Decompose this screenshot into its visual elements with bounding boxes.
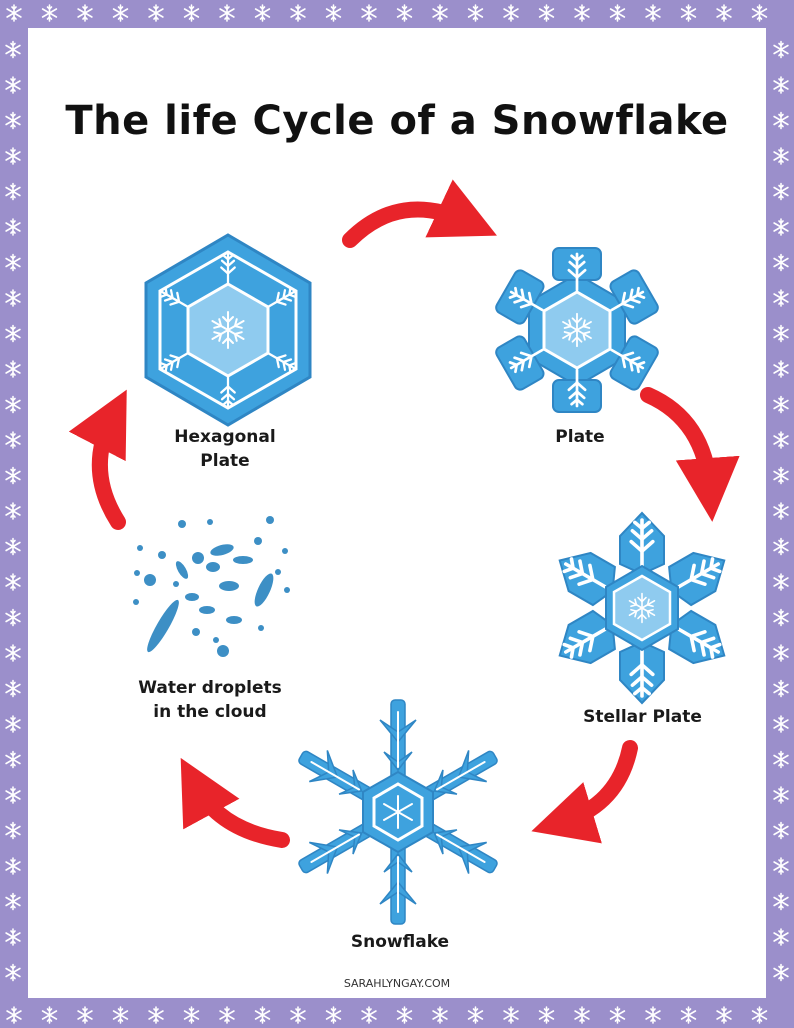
label-water-droplets-line2: in the cloud <box>153 702 267 722</box>
label-hexagonal-plate-line1: Hexagonal <box>174 427 276 447</box>
plate-illustration <box>495 247 659 413</box>
arrow-hexagonal-to-plate <box>342 179 497 248</box>
label-water-droplets-line1: Water droplets <box>138 678 282 698</box>
arrow-stellar-to-snowflake <box>531 740 638 844</box>
water-droplets-illustration <box>133 516 290 657</box>
footer-website: SARAHLYNGAY.COM <box>343 977 451 990</box>
label-snowflake: Snowflake <box>350 932 450 952</box>
page-title: The life Cycle of a Snowflake <box>65 98 729 144</box>
arrow-plate-to-stellar <box>640 387 740 522</box>
label-hexagonal-plate-line2: Plate <box>200 451 250 471</box>
arrow-snowflake-to-droplets <box>180 757 290 848</box>
cycle-arrows <box>68 179 740 848</box>
label-water-droplets: Water droplets in the cloud <box>110 676 310 724</box>
label-plate: Plate <box>555 427 605 447</box>
arrow-droplets-to-hexagonal <box>68 389 127 530</box>
hexagonal-plate-illustration <box>144 233 312 427</box>
label-stellar-plate: Stellar Plate <box>583 707 702 727</box>
stellar-plate-illustration <box>558 511 726 705</box>
label-hexagonal-plate: Hexagonal Plate <box>150 425 300 473</box>
snowflake-illustration <box>298 699 498 925</box>
